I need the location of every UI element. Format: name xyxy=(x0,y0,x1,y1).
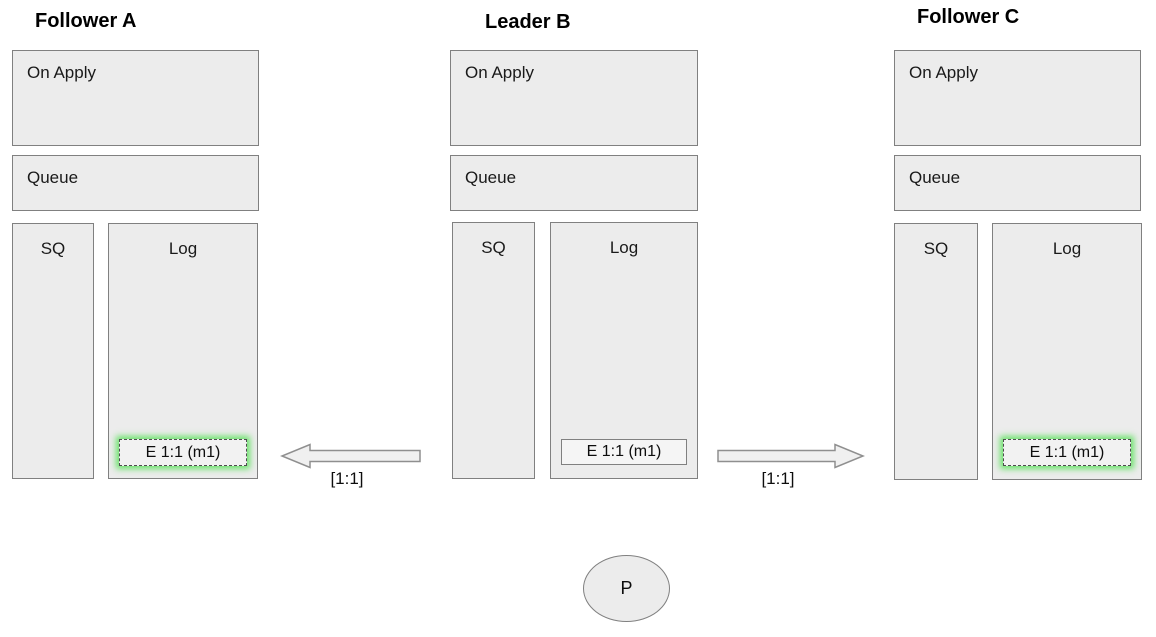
follower-c-queue-box: Queue xyxy=(894,155,1141,211)
leader-b-sq-box: SQ xyxy=(452,222,535,479)
replicate-left-arrow xyxy=(280,443,421,469)
proposer-ellipse: P xyxy=(583,555,670,622)
follower-a-sq-box: SQ xyxy=(12,223,94,479)
replicate-left-arrow-label: [1:1] xyxy=(330,469,364,488)
on-apply-label: On Apply xyxy=(909,63,978,82)
replicate-right-arrow-label: [1:1] xyxy=(761,469,795,488)
on-apply-label: On Apply xyxy=(27,63,96,82)
queue-label: Queue xyxy=(909,168,961,187)
sq-label: SQ xyxy=(481,238,506,257)
follower-a-queue-box: Queue xyxy=(12,155,259,211)
leader-b-log-entry: E 1:1 (m1) xyxy=(561,439,687,465)
replicate-right-arrow xyxy=(717,443,865,469)
sq-label: SQ xyxy=(923,239,949,258)
node-title-follower-c: Follower C xyxy=(917,6,1020,28)
leader-b-queue-box: Queue xyxy=(450,155,698,211)
follower-a-log-entry: E 1:1 (m1) xyxy=(119,439,247,466)
queue-label: Queue xyxy=(27,168,79,187)
log-label: Log xyxy=(1052,239,1082,258)
on-apply-label: On Apply xyxy=(465,63,534,82)
sq-label: SQ xyxy=(40,239,66,258)
node-title-leader-b: Leader B xyxy=(485,11,571,33)
log-label: Log xyxy=(168,239,198,258)
log-label: Log xyxy=(609,238,639,257)
follower-c-log-entry: E 1:1 (m1) xyxy=(1003,439,1131,466)
node-title-follower-a: Follower A xyxy=(35,10,137,32)
follower-c-on-apply-box: On Apply xyxy=(894,50,1141,146)
leader-b-log-box: Log xyxy=(550,222,698,479)
follower-a-log-box: Log xyxy=(108,223,258,479)
follower-c-log-box: Log xyxy=(992,223,1142,480)
queue-label: Queue xyxy=(465,168,517,187)
follower-c-sq-box: SQ xyxy=(894,223,978,480)
follower-a-on-apply-box: On Apply xyxy=(12,50,259,146)
leader-b-on-apply-box: On Apply xyxy=(450,50,698,146)
